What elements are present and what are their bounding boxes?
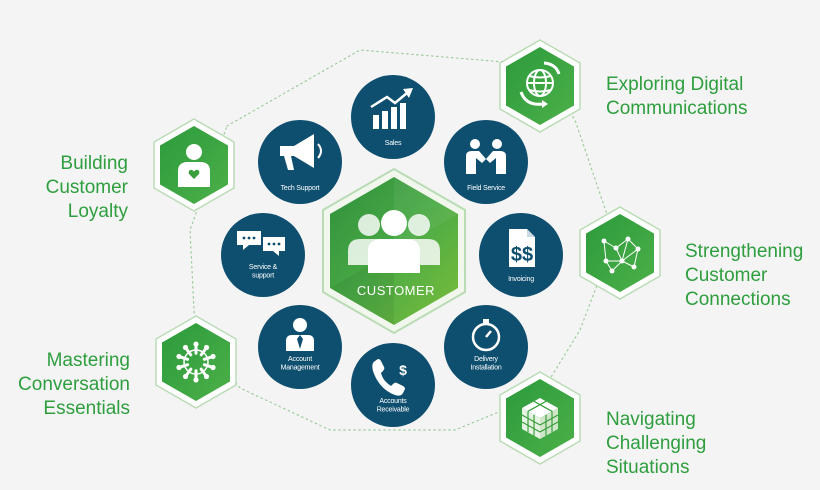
outer-node-building-customer-loyalty <box>153 118 235 212</box>
label-line: Customer <box>685 265 768 286</box>
businessman-icon <box>286 318 314 351</box>
customer-group-icon <box>348 210 440 273</box>
outer-node-mastering-conversation-essentials <box>155 315 237 409</box>
label-building-customer-loyalty: Building Customer Loyalty <box>40 152 128 224</box>
service-label-invoicing: Invoicing <box>508 276 534 283</box>
service-field-service: Field Service <box>444 120 528 204</box>
stopwatch-icon <box>471 319 501 352</box>
invoice-icon: $$ <box>509 229 535 267</box>
center-node-customer: CUSTOMER <box>322 167 466 335</box>
megaphone-icon <box>280 134 322 170</box>
service-sales: Sales <box>351 75 435 159</box>
service-label-line: Accounts <box>379 398 407 405</box>
person-heart-icon <box>178 144 210 187</box>
center-label: CUSTOMER <box>357 283 435 298</box>
label-mastering-conversation-essentials: Mastering Conversation Essentials <box>18 349 130 421</box>
handshake-icon <box>466 139 506 174</box>
service-label-line: Management <box>281 365 320 372</box>
label-line: Challenging <box>606 433 707 454</box>
label-strengthening-customer-connections: Strengthening Customer Connections <box>685 240 815 312</box>
chat-bubbles-icon <box>237 231 285 256</box>
outer-node-exploring-digital-communications <box>499 39 581 133</box>
svg-text:$: $ <box>399 362 407 378</box>
label-exploring-digital-communications: Exploring Digital Communications <box>606 73 806 121</box>
globe-arrows-icon <box>519 61 561 108</box>
service-label-field-service: Field Service <box>467 185 505 192</box>
service-tech-support: Tech Support <box>258 120 342 204</box>
outer-node-strengthening-customer-connections <box>579 206 661 300</box>
growth-chart-icon <box>370 88 413 129</box>
service-label-sales: Sales <box>385 140 402 147</box>
label-line: Strengthening <box>685 241 804 262</box>
hand-ring <box>183 349 209 375</box>
service-label-line: Service & <box>249 264 278 271</box>
service-label-line: Tech Support <box>281 185 320 192</box>
service-label-line: Invoicing <box>508 276 534 283</box>
outer-node-navigating-challenging-situations <box>499 371 581 465</box>
service-label-line: Delivery <box>474 356 498 363</box>
label-line: Navigating <box>606 409 696 430</box>
label-line: Communications <box>606 98 748 119</box>
service-label-service-support: Service & support <box>249 264 278 280</box>
service-label-line: Sales <box>385 140 402 147</box>
label-line: Customer <box>45 177 128 198</box>
label-line: Loyalty <box>67 201 128 222</box>
service-label-line: Field Service <box>467 185 505 192</box>
phone-dollar-icon: $ <box>372 359 407 396</box>
service-label-line: Account <box>288 356 312 363</box>
service-label-line: support <box>252 273 274 280</box>
label-line: Situations <box>606 457 690 478</box>
svg-text:$$: $$ <box>511 244 533 266</box>
network-icon <box>601 236 641 274</box>
puzzle-cube-icon <box>521 398 559 439</box>
label-line: Essentials <box>43 398 130 419</box>
label-line: Mastering <box>46 350 130 371</box>
service-label-line: Installation <box>470 365 501 372</box>
service-service-support: Service & support <box>221 213 305 297</box>
people-circle-icon <box>176 341 216 383</box>
service-invoicing: $$ Invoicing <box>479 213 563 297</box>
label-line: Connections <box>685 289 791 310</box>
label-line: Building <box>60 153 128 174</box>
label-navigating-challenging-situations: Navigating Challenging Situations <box>606 408 746 480</box>
service-label-tech-support: Tech Support <box>281 185 320 192</box>
label-line: Exploring Digital <box>606 74 744 95</box>
label-line: Conversation <box>18 374 130 395</box>
service-label-line: Receivable <box>377 407 410 414</box>
